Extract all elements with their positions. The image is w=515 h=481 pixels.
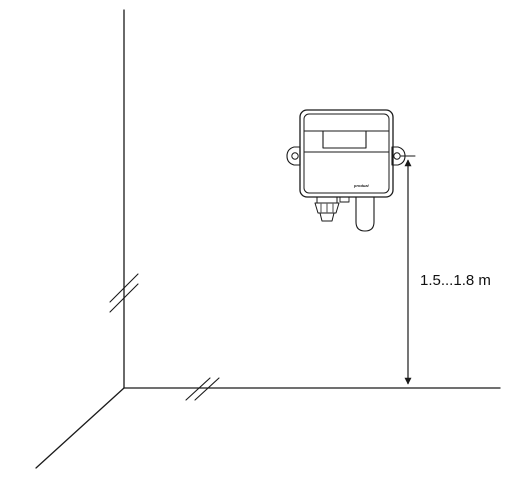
connector [339,196,350,203]
sensor-probe [355,196,375,232]
sensor-device: produal [286,109,406,232]
mounting-ear-left [286,146,301,166]
room-corner [35,9,501,469]
cable-gland [314,196,340,222]
enclosure-body [299,109,394,198]
height-dimension: 1.5...1.8 m [400,155,491,385]
wall-break-mark [109,273,139,313]
floor-diagonal-line [35,387,125,469]
brand-logo: produal [353,183,370,188]
floor-break-mark [185,377,220,401]
mounting-height-label: 1.5...1.8 m [420,272,491,289]
display-window [322,130,367,149]
